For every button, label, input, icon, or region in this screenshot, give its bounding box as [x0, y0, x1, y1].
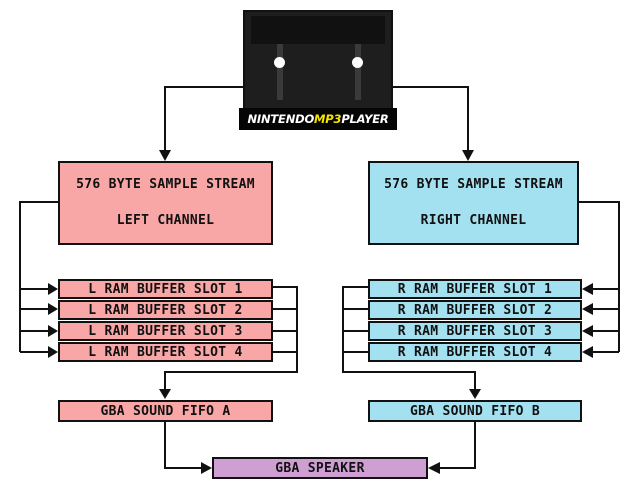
left-buffer-slot: L RAM BUFFER SLOT 3	[58, 321, 273, 341]
left-buffer-slot: L RAM BUFFER SLOT 4	[58, 342, 273, 362]
left-stream-title: 576 BYTE SAMPLE STREAM	[76, 177, 255, 192]
right-stream-channel: RIGHT CHANNEL	[420, 213, 527, 228]
slider-knob-left	[274, 57, 285, 68]
speaker-box: GBA SPEAKER	[212, 457, 428, 479]
connector-right-stream-loop	[579, 201, 620, 352]
arrowhead	[582, 346, 593, 358]
player-top-panel	[251, 16, 385, 44]
left-sample-stream-box: 576 BYTE SAMPLE STREAM LEFT CHANNEL	[58, 161, 273, 245]
logo-prefix: NINTENDO	[247, 112, 315, 126]
connector-left-stream-loop	[19, 201, 58, 352]
arrowhead	[582, 325, 593, 337]
right-sample-stream-box: 576 BYTE SAMPLE STREAM RIGHT CHANNEL	[368, 161, 579, 245]
arrowhead	[159, 150, 171, 161]
right-buffer-slot: R RAM BUFFER SLOT 4	[368, 342, 582, 362]
arrowhead	[159, 389, 171, 399]
arrowhead	[48, 325, 58, 337]
left-stream-channel: LEFT CHANNEL	[116, 213, 215, 228]
arrowhead	[582, 303, 593, 315]
arrowhead	[201, 462, 212, 474]
slider-track-right	[355, 44, 361, 100]
left-buffer-slot: L RAM BUFFER SLOT 2	[58, 300, 273, 320]
arrowhead	[428, 462, 440, 474]
slider-knob-right	[352, 57, 363, 68]
arrow-fifo-a-to-speaker	[164, 422, 203, 469]
arrowhead	[48, 303, 58, 315]
right-buffer-slot: R RAM BUFFER SLOT 1	[368, 279, 582, 299]
right-buffer-slot: R RAM BUFFER SLOT 2	[368, 300, 582, 320]
arrowhead	[462, 150, 474, 161]
fifo-a-box: GBA SOUND FIFO A	[58, 400, 273, 422]
right-stream-title: 576 BYTE SAMPLE STREAM	[384, 177, 563, 192]
arrowhead	[48, 346, 58, 358]
logo-suffix: PLAYER	[341, 112, 389, 126]
logo-mp3: MP3	[314, 112, 342, 126]
slider-track-left	[277, 44, 283, 100]
connector-right-slots-out	[342, 286, 476, 390]
arrowhead	[469, 389, 481, 399]
fifo-b-box: GBA SOUND FIFO B	[368, 400, 582, 422]
arrow-player-to-left-stream	[164, 86, 243, 152]
right-buffer-slot: R RAM BUFFER SLOT 3	[368, 321, 582, 341]
connector-left-slots-out	[164, 286, 298, 390]
arrow-player-to-right-stream	[393, 86, 469, 152]
arrowhead	[582, 283, 593, 295]
arrowhead	[48, 283, 58, 295]
left-buffer-slot: L RAM BUFFER SLOT 1	[58, 279, 273, 299]
arrow-fifo-b-to-speaker	[438, 422, 476, 469]
